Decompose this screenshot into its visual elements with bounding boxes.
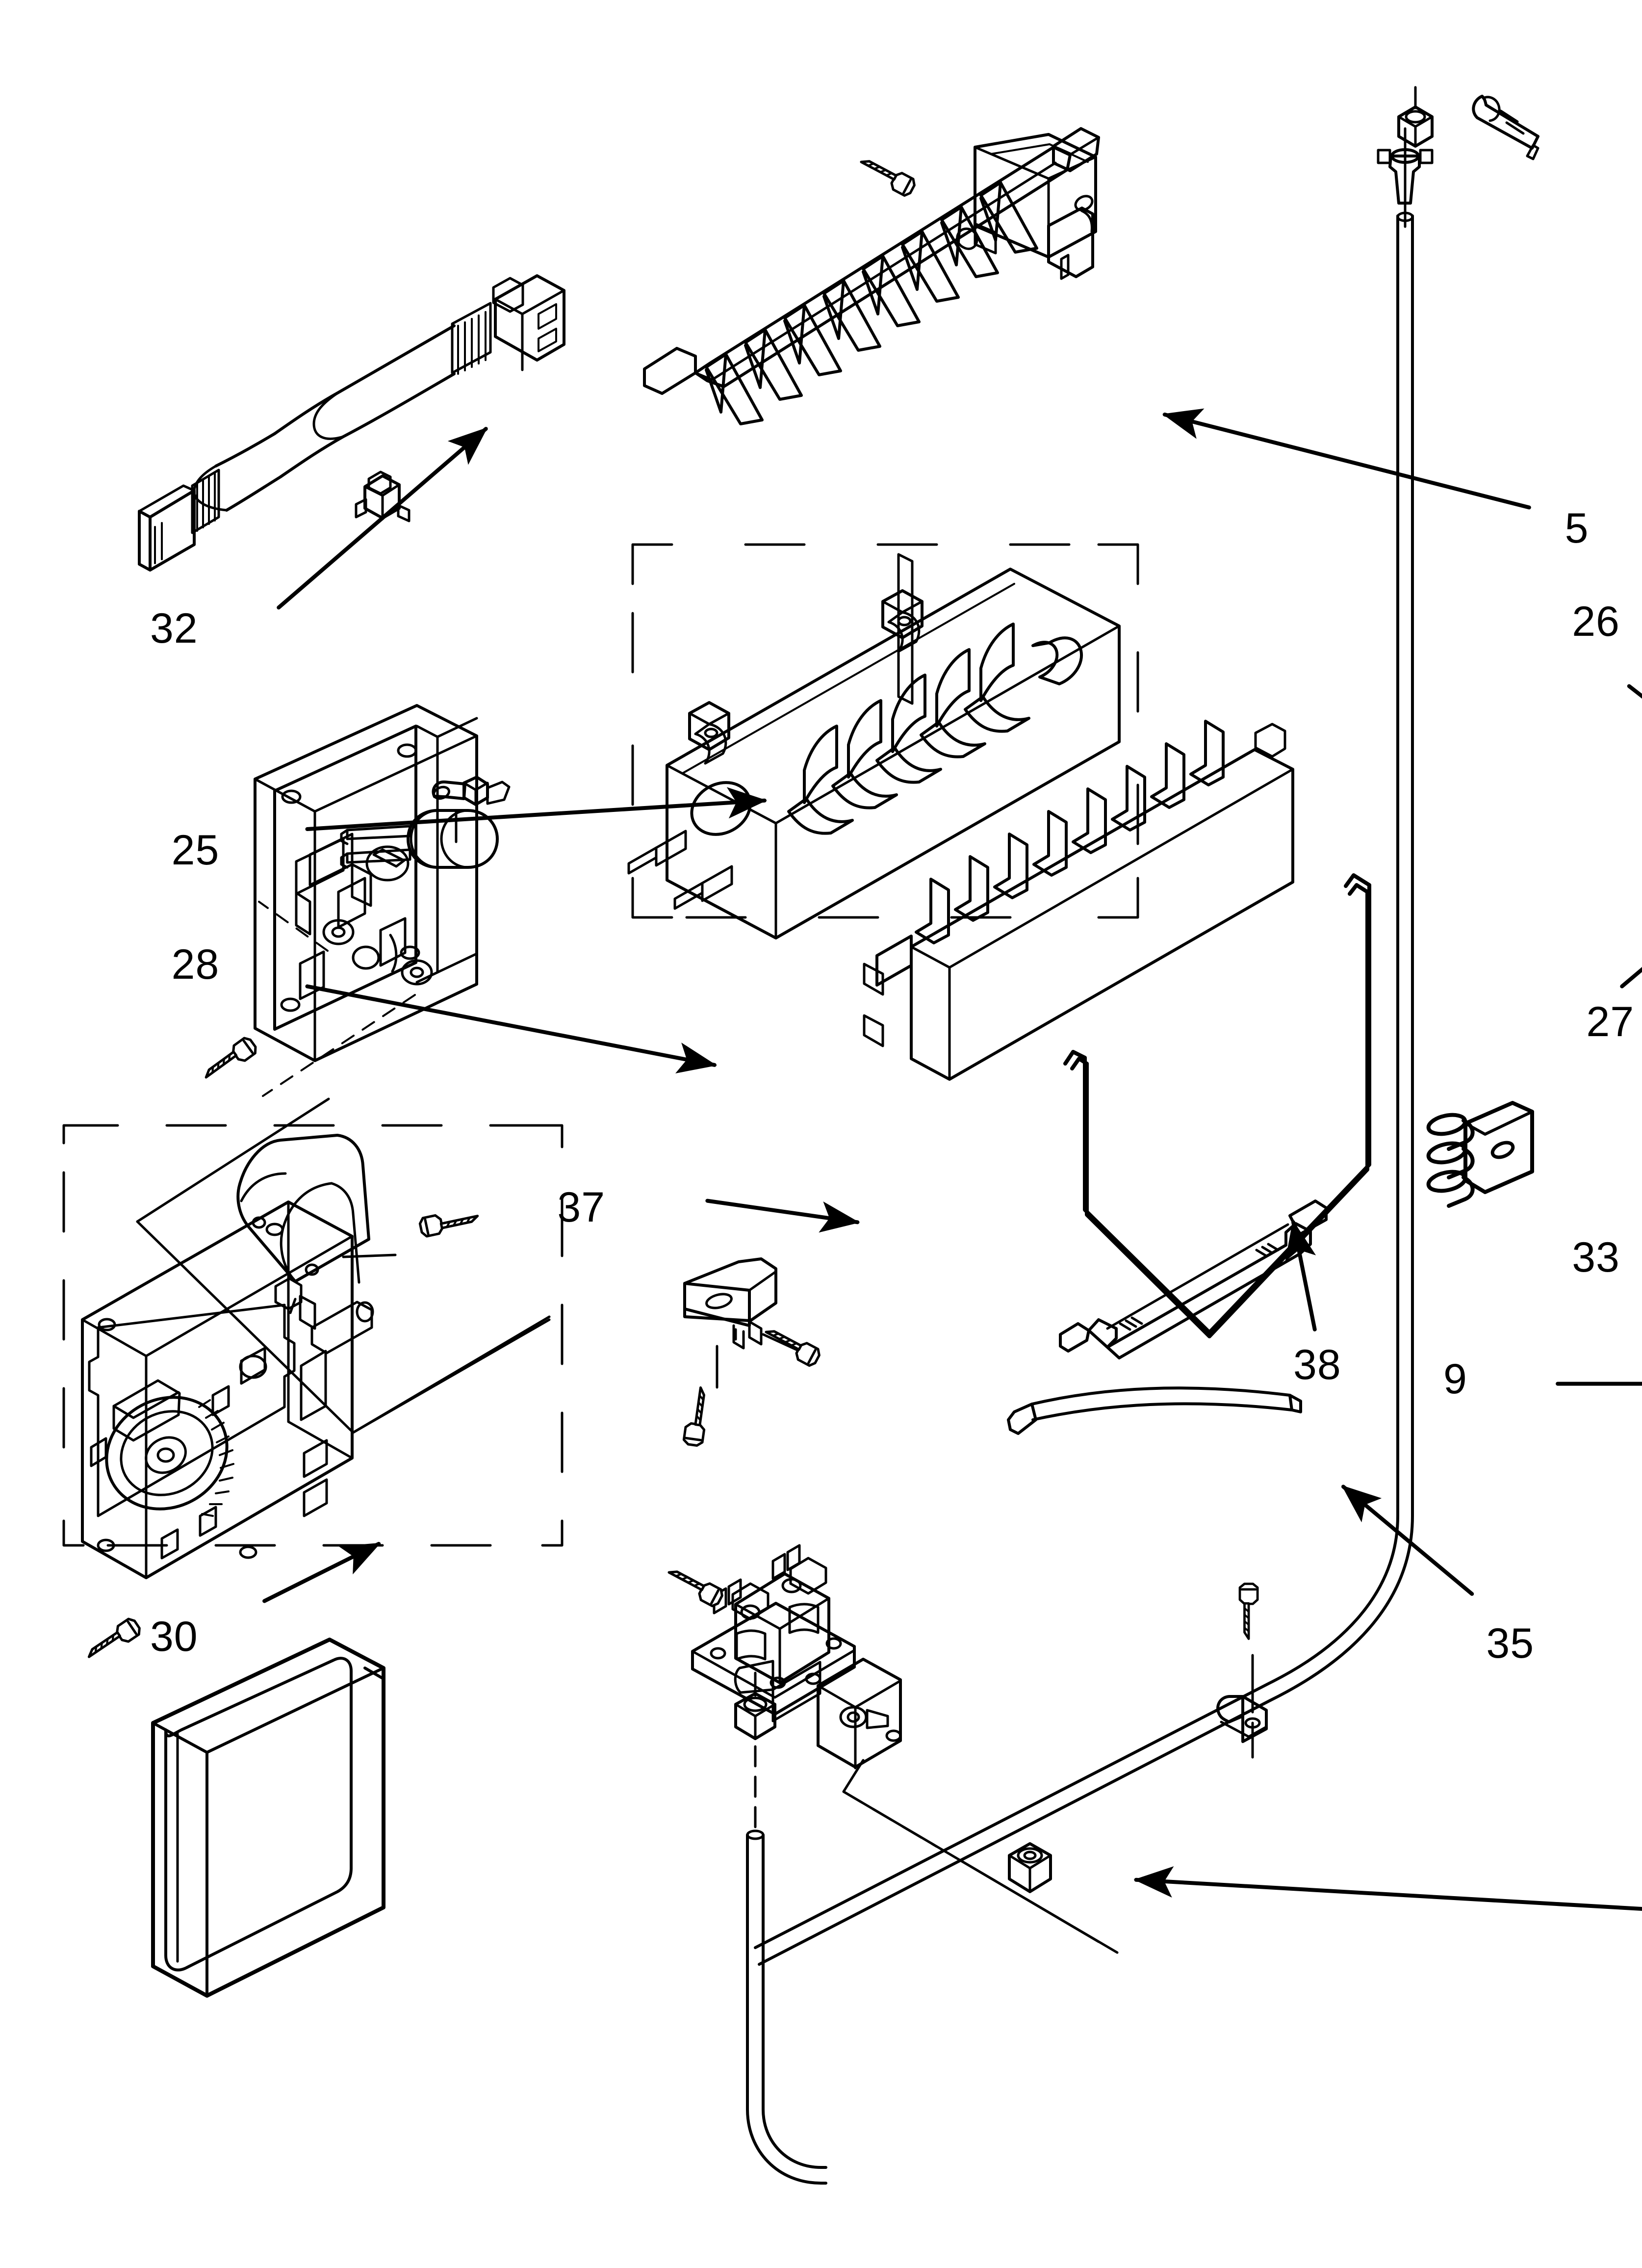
leader-icemaker-assembly [1341,1485,1474,1596]
callout-wire-harness-clip: 5 [1565,505,1589,552]
part-water-line-plug [1472,95,1539,160]
callout-module-mount-screw: 28 [171,941,220,989]
part-valve-screw [665,1564,724,1608]
callout-leaders [262,408,1642,1911]
leader-housing-screw [262,1541,381,1603]
leader-drive-motor [705,1199,860,1233]
part-water-fill-cup [956,133,1097,280]
part-compression-sleeve [754,127,1434,1966]
callout-drive-motor: 37 [557,1184,606,1231]
part-ice-container [151,1638,385,1998]
part-shutoff-arm [1063,873,1371,1338]
part-icemaker-assembly [62,1097,564,1579]
part-tube-clamp [1216,1654,1268,1759]
part-wire-harness [138,274,565,572]
part-mold-support-bracket [683,1257,812,1389]
part-module-housing [254,704,478,1097]
callout-module-housing: 25 [171,827,220,874]
callout-mold-support-bracket: 33 [1572,1234,1620,1281]
part-thermostat [340,809,499,869]
part-hex-nut-top [1397,86,1434,148]
part-clamp-screw [1240,1584,1257,1639]
callout-icemaker-assembly: 35 [1486,1620,1535,1668]
leader-module-mount-screw [305,984,717,1073]
part-compression-nut [1008,1842,1052,1893]
leader-ice-container [1133,1866,1642,1911]
leader-thermostat-clip [1627,684,1642,699]
part-ejector-arm [643,127,1100,425]
leader-module-housing [305,787,767,832]
leader-wire-harness [277,427,488,610]
part-housing-screw [84,1617,142,1665]
callout-housing-screw: 30 [150,1613,198,1660]
part-drive-motor [236,1134,397,1314]
callout-bracket-screw: 9 [1443,1356,1467,1403]
leader-wire-harness-clip [1162,408,1531,510]
part-bracket-screw-b [762,1324,821,1367]
part-thermostat-clip [432,776,511,843]
leader-motor-screw [1285,1220,1317,1331]
callout-thermostat: 27 [1586,998,1635,1045]
leader-thermostat [1620,966,1642,989]
part-ice-mold [627,543,1139,939]
part-motor-screw [419,1207,479,1237]
part-tube-nut-lower [734,1671,827,2185]
part-bracket-screw-a [683,1386,710,1446]
part-tube-retainer-clamp [1426,1101,1534,1208]
part-water-supply-hose [1007,1386,1302,1435]
part-module-mount-screw [201,1036,258,1085]
callout-wire-harness: 32 [150,605,198,652]
part-mounting-screw [857,154,917,197]
callout-motor-screw: 38 [1293,1341,1341,1388]
part-ice-stripper [863,720,1294,1081]
part-water-inlet-valve [691,1544,1119,1954]
part-wire-harness-clip [355,470,410,522]
callout-thermostat-clip: 26 [1572,598,1620,645]
